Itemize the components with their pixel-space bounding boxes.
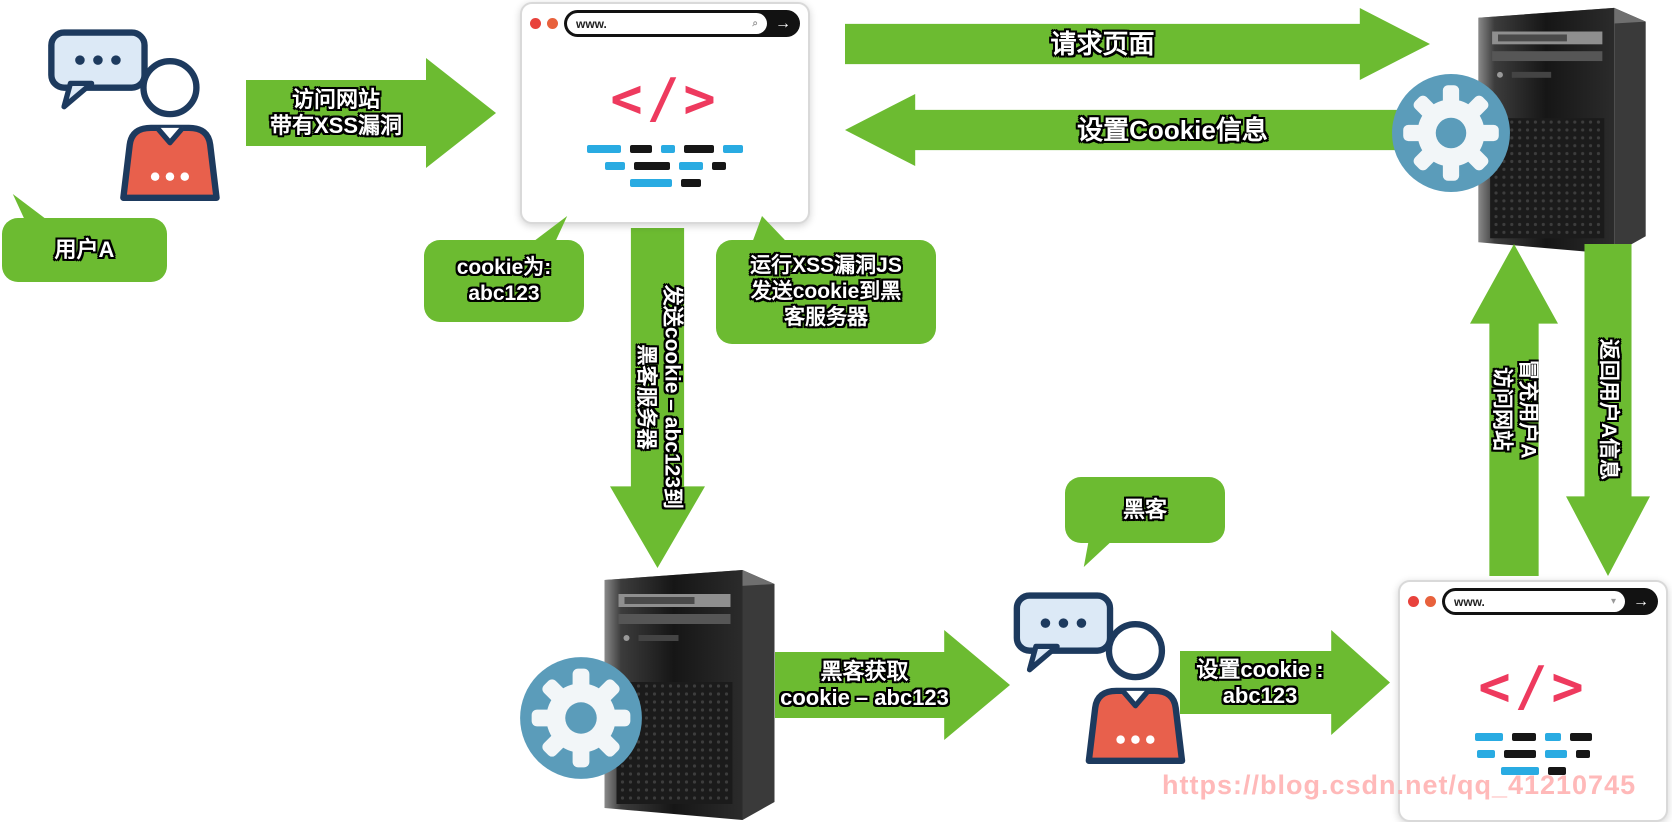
code-lines — [1474, 732, 1592, 775]
bubble-tail — [1083, 541, 1112, 567]
hacker-get-line1: 黑客获取 — [820, 659, 909, 685]
watermark: https://blog.csdn.net/qq_41210745 — [1162, 770, 1637, 800]
hacker-browser-window: www. ▾ → </> — [1398, 580, 1668, 822]
hacker-server-tower-icon — [592, 562, 787, 822]
code-icon: </> — [610, 66, 720, 130]
server-icon — [604, 570, 775, 820]
address-field: www. ⌕ — [567, 13, 767, 34]
hacker-person-icon — [1008, 585, 1193, 765]
impersonate-label: 冒充用户A 访问网站 — [1488, 359, 1541, 458]
impersonate-user-arrow: 冒充用户A 访问网站 — [1470, 244, 1558, 576]
address-field: www. ▾ — [1445, 591, 1625, 612]
gear-icon — [1392, 74, 1510, 192]
set-cookie-info-arrow: 设置Cookie信息 — [845, 94, 1430, 166]
return-info-label: 返回用户A信息 — [1595, 339, 1621, 480]
return-user-info-arrow: 返回用户A信息 — [1566, 244, 1650, 576]
cookie-bubble-line1: cookie为: — [456, 255, 552, 279]
hacker-get-cookie-arrow: 黑客获取 cookie – abc123 — [775, 630, 1010, 740]
send-cookie-label: 发送cookie – abc123到 黑客服务器 — [631, 285, 684, 509]
code-lines — [587, 144, 743, 187]
send-cookie-line2: 黑客服务器 — [633, 344, 657, 450]
set-cookie-arrow: 设置cookie : abc123 — [1180, 630, 1390, 735]
address-text: www. — [576, 16, 607, 31]
code-line — [1500, 766, 1566, 775]
hacker-label-bubble: 黑客 — [1065, 477, 1225, 567]
hacker-get-line2: cookie – abc123 — [780, 685, 949, 710]
person-icon — [48, 29, 220, 201]
send-cookie-down-arrow: 发送cookie – abc123到 黑客服务器 — [610, 228, 705, 568]
code-line — [629, 178, 701, 187]
cookie-bubble-line2: abc123 — [468, 282, 540, 305]
code-icon: </> — [1478, 654, 1588, 718]
user-a-label-bubble: 用户A — [2, 194, 167, 282]
window-dot-orange — [547, 18, 558, 29]
set-cookie-line2: abc123 — [1222, 682, 1298, 708]
window-dot-red — [1408, 596, 1419, 607]
address-bar: www. ▾ → — [1442, 588, 1658, 615]
user-a-person-icon — [40, 22, 230, 202]
impersonate-line2: 访问网站 — [1490, 366, 1513, 451]
address-text: www. — [1454, 594, 1485, 609]
impersonate-line1: 冒充用户A — [1516, 359, 1540, 459]
address-bar: www. ⌕ → — [564, 10, 800, 37]
search-icon: ⌕ — [752, 18, 758, 29]
run-xss-line2: 发送cookie到黑 — [750, 279, 902, 303]
set-cookie-line1: 设置cookie : — [1196, 656, 1324, 682]
code-line — [1476, 749, 1590, 758]
code-line — [1474, 732, 1592, 741]
set-cookie-info-label: 设置Cookie信息 — [1077, 114, 1268, 145]
cookie-value-bubble: cookie为: abc123 — [424, 216, 584, 322]
run-xss-bubble: 运行XSS漏洞JS 发送cookie到黑 客服务器 — [716, 216, 936, 344]
browser-page-content: </> — [1400, 619, 1666, 820]
server-icon — [1478, 7, 1646, 255]
go-arrow-icon: → — [775, 14, 791, 32]
request-page-arrow: 请求页面 — [845, 8, 1430, 80]
vulnerable-site-browser-window: www. ⌕ → </> — [520, 2, 810, 224]
window-dot-red — [530, 18, 541, 29]
gear-icon — [520, 657, 642, 779]
user-a-label: 用户A — [54, 237, 115, 263]
window-dot-orange — [1425, 596, 1436, 607]
go-arrow-icon: → — [1633, 592, 1649, 610]
run-xss-line1: 运行XSS漏洞JS — [750, 253, 902, 277]
run-xss-line3: 客服务器 — [784, 306, 868, 330]
request-page-label: 请求页面 — [1050, 28, 1155, 59]
browser-page-content: </> — [522, 41, 808, 222]
web-server-gear-icon — [1390, 72, 1512, 194]
person-icon — [1013, 592, 1186, 764]
send-cookie-line1: 发送cookie – abc123到 — [659, 284, 683, 510]
code-line — [587, 144, 743, 153]
visit-website-arrow: 访问网站 带有XSS漏洞 — [246, 58, 496, 168]
visit-arrow-line1: 访问网站 — [291, 87, 380, 113]
visit-arrow-line2: 带有XSS漏洞 — [269, 113, 403, 138]
return-info-line1: 返回用户A信息 — [1597, 338, 1621, 481]
dropdown-caret-icon: ▾ — [1610, 596, 1616, 607]
hacker-label: 黑客 — [1122, 497, 1167, 523]
hacker-server-gear-icon — [518, 655, 644, 781]
browser-toolbar: www. ▾ → — [1400, 582, 1666, 619]
web-server-tower-icon — [1462, 0, 1662, 256]
browser-toolbar: www. ⌕ → — [522, 4, 808, 41]
code-line — [604, 161, 726, 170]
